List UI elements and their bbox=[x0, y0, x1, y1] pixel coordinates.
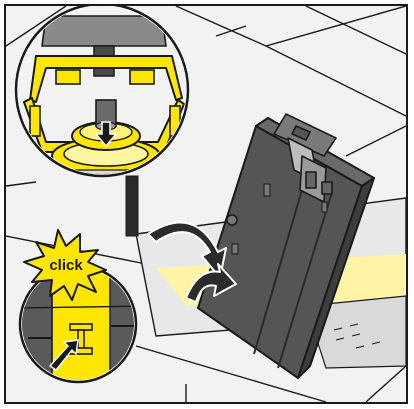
click-label: click bbox=[49, 257, 83, 274]
mounting-rail bbox=[126, 176, 138, 236]
diagram-canvas: click bbox=[6, 6, 406, 402]
installation-illustration: click bbox=[4, 4, 408, 404]
